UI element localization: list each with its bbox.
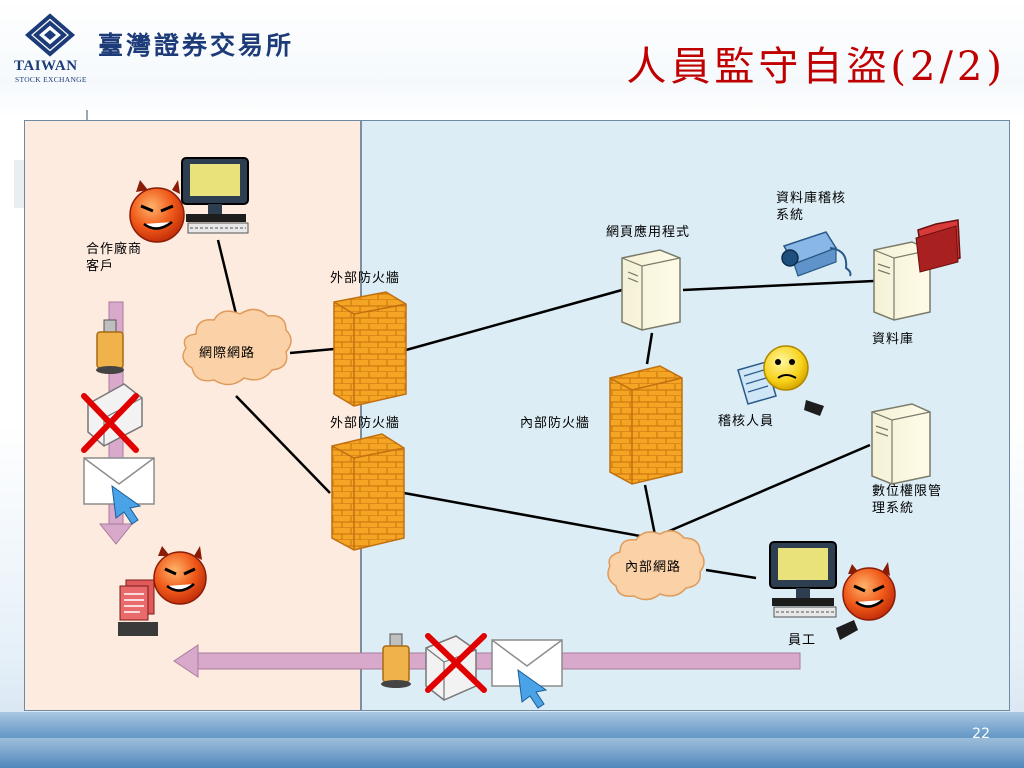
ext-firewall-top-label: 外部防火牆: [330, 271, 401, 286]
drm-label: 數位權限管 理系統: [872, 484, 943, 516]
auditor-icon: [737, 345, 824, 416]
ext-firewall-bottom-label: 外部防火牆: [330, 416, 401, 431]
folder-icon: [915, 219, 961, 273]
drm-server-icon: [871, 403, 931, 485]
footer-wave-highlight: [0, 738, 1024, 768]
audit-camera-icon: [781, 231, 852, 277]
internet-label: 網際網路: [199, 346, 256, 361]
zone-divider: [360, 121, 362, 710]
stolen-documents-icon: [118, 579, 158, 636]
database-label: 資料庫: [872, 332, 915, 347]
side-strip: [14, 160, 26, 208]
database-server-icon: [873, 241, 931, 321]
footer-wave: [0, 712, 1024, 768]
header-bar: TAIWAN STOCK EXCHANGE 臺灣證券交易所 人員監守自盜(2/2…: [0, 0, 1024, 118]
block-cross-bottom-icon: [425, 633, 487, 693]
internal-firewall-label: 內部防火牆: [520, 416, 591, 431]
devil-insider-icon: [153, 546, 207, 605]
email-bottom-icon: [491, 639, 563, 709]
logo-text-en-sub: STOCK EXCHANGE: [15, 75, 87, 84]
intranet-cloud-icon: [607, 530, 705, 601]
connection-lines: [216, 239, 875, 580]
employee-label: 員工: [788, 633, 817, 648]
auditor-label: 稽核人員: [718, 414, 775, 429]
side-tick: [86, 110, 88, 122]
web-app-server-icon: [621, 249, 681, 331]
devil-employee-icon: [836, 562, 896, 640]
page-number: 22: [972, 726, 990, 742]
devil-partner-icon: [129, 180, 185, 243]
external-firewall-top-icon: [333, 291, 407, 407]
block-cross-icon: [81, 393, 139, 453]
db-audit-label: 資料庫稽核 系統: [776, 191, 847, 223]
employee-computer-icon: [769, 541, 837, 618]
email-icon: [83, 457, 155, 525]
internet-cloud-icon: [182, 308, 292, 386]
logo-text-zh: 臺灣證券交易所: [98, 31, 295, 60]
external-firewall-bottom-icon: [331, 433, 405, 551]
internal-firewall-icon: [609, 365, 683, 485]
web-app-label: 網頁應用程式: [606, 225, 691, 240]
diagram-frame: [24, 120, 1010, 711]
leak-arrow-horizontal: [173, 644, 801, 678]
usb-drive-bottom-icon: [381, 633, 411, 688]
logo-text-en: TAIWAN: [14, 58, 78, 74]
intranet-label: 內部網路: [625, 560, 682, 575]
partner-client-label: 合作廠商 客戶: [86, 242, 143, 274]
tse-logo-icon: [24, 13, 76, 57]
partner-computer-icon: [181, 157, 249, 234]
usb-drive-icon: [96, 319, 124, 374]
slide-title: 人員監守自盜(2/2): [626, 44, 1006, 90]
